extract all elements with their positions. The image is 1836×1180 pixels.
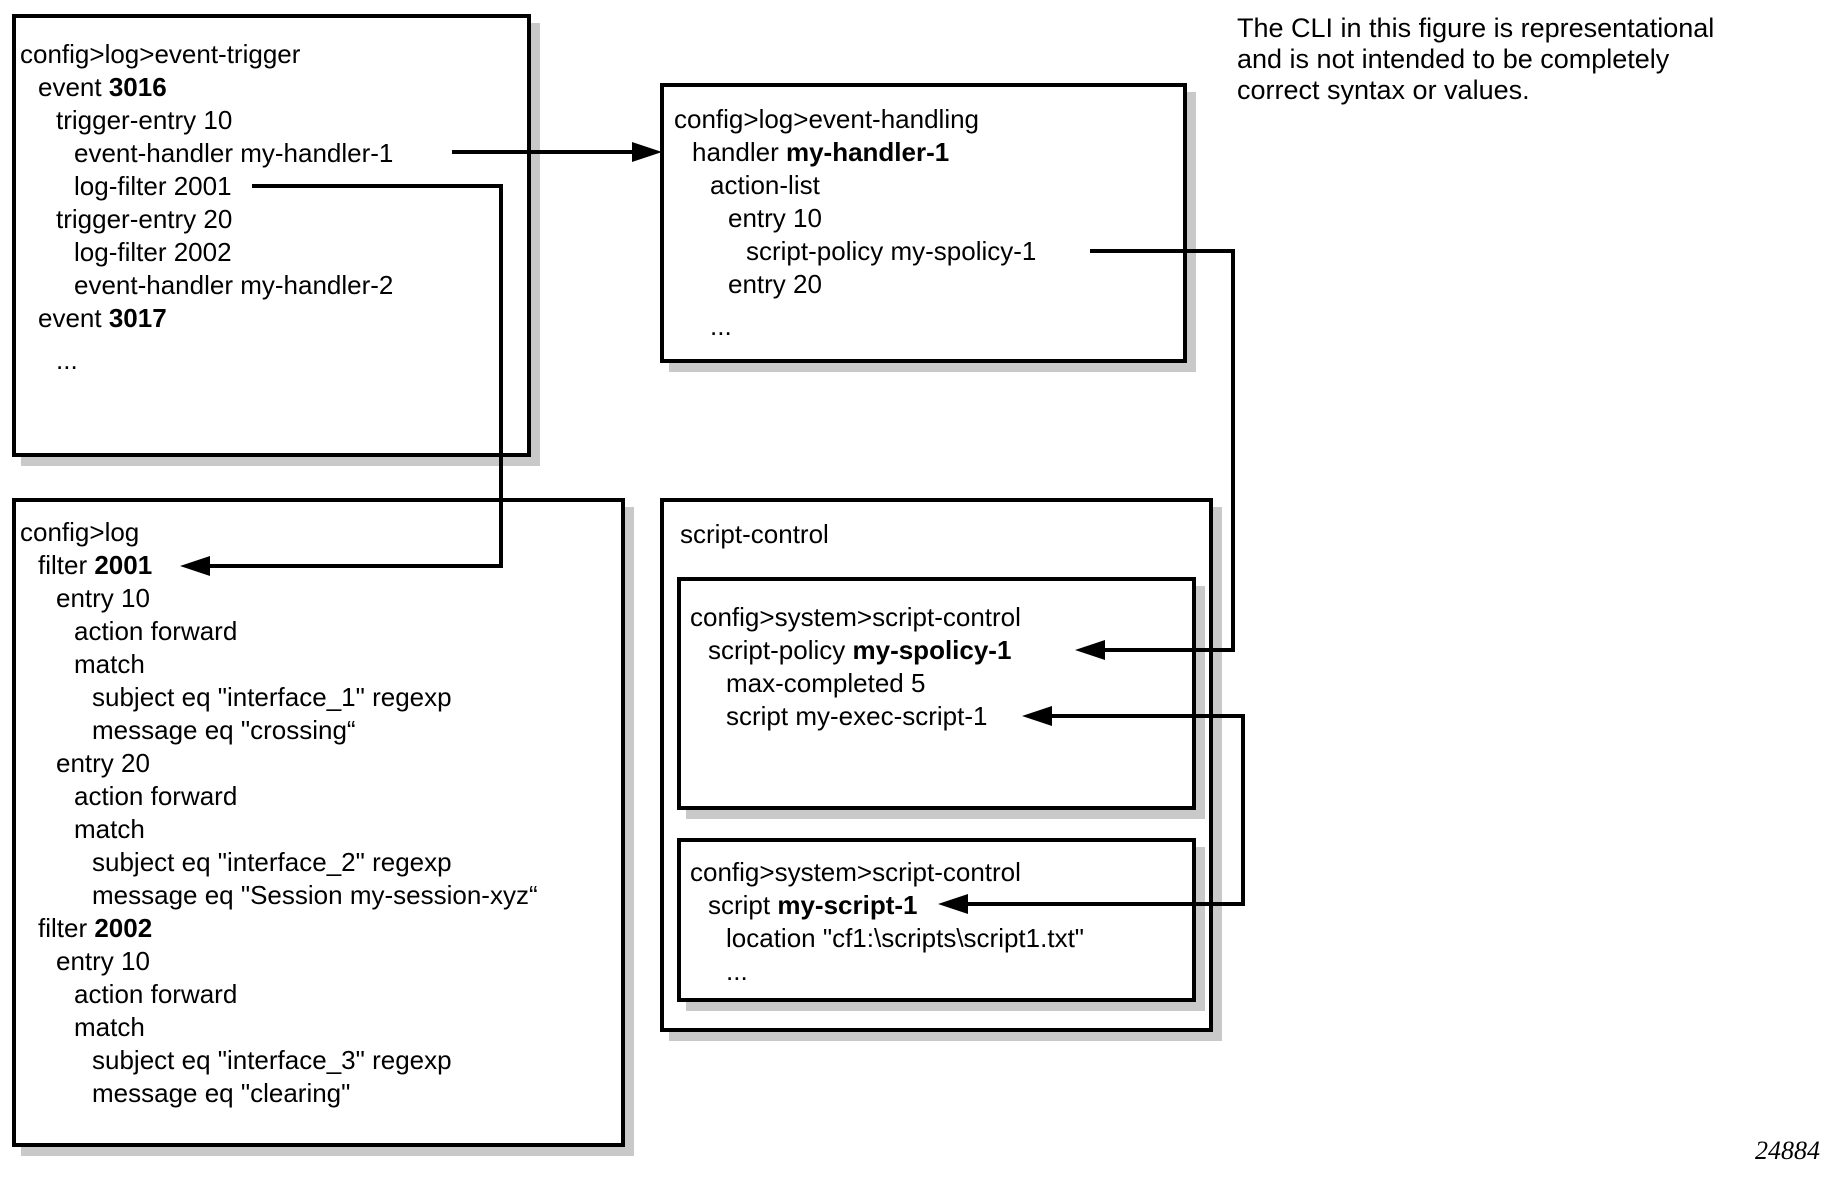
cli-row: log-filter 2002 <box>74 237 232 267</box>
cli-row: ... <box>710 311 732 341</box>
cli-row: match <box>74 814 145 844</box>
cli-row: message eq "clearing" <box>92 1078 351 1108</box>
connector-log-filter-line-v <box>499 184 503 568</box>
note-line-2: and is not intended to be completely <box>1237 44 1670 74</box>
cli-row: script-policy my-spolicy-1 <box>746 236 1037 266</box>
note-line-1: The CLI in this figure is representation… <box>1237 13 1715 43</box>
connector-log-filter-line-h2 <box>210 564 503 568</box>
cli-row: subject eq "interface_2" regexp <box>92 847 452 877</box>
cli-row: trigger-entry 10 <box>56 105 233 135</box>
cli-row: event 3016 <box>38 72 167 102</box>
figure-number: 24884 <box>1755 1136 1820 1165</box>
connector-script-policy-line-v <box>1231 249 1235 652</box>
connector-script-line-v <box>1241 714 1245 906</box>
cli-row: ... <box>726 956 748 986</box>
cli-row: match <box>74 649 145 679</box>
cli-row: message eq "Session my-session-xyz“ <box>92 880 538 910</box>
cli-row: action forward <box>74 979 238 1009</box>
cli-row: handler my-handler-1 <box>692 137 950 167</box>
cli-row: script my-exec-script-1 <box>726 701 988 731</box>
connector-event-handler-arrowhead <box>632 142 662 162</box>
cli-row: script-policy my-spolicy-1 <box>708 635 1012 665</box>
cli-row: action forward <box>74 781 238 811</box>
cli-row: config>system>script-control <box>690 602 1021 632</box>
connector-event-handler-line <box>452 150 636 154</box>
cli-row: event-handler my-handler-1 <box>74 138 394 168</box>
script-control-label: script-control <box>680 519 829 549</box>
cli-row: log-filter 2001 <box>74 171 232 201</box>
connector-log-filter-arrowhead <box>180 556 210 576</box>
cli-row: entry 10 <box>728 203 822 233</box>
cli-row: filter 2001 <box>38 550 153 580</box>
note-line-3: correct syntax or values. <box>1237 75 1530 105</box>
connector-script-arrowhead-def <box>938 894 968 914</box>
cli-row: entry 20 <box>728 269 822 299</box>
cli-row: entry 10 <box>56 946 150 976</box>
cli-row: location "cf1:\scripts\script1.txt" <box>726 923 1085 953</box>
cli-row: config>system>script-control <box>690 857 1021 887</box>
cli-row: max-completed 5 <box>726 668 926 698</box>
cli-row: entry 10 <box>56 583 150 613</box>
cli-row: ... <box>56 345 78 375</box>
cli-row: event-handler my-handler-2 <box>74 270 394 300</box>
connector-script-arrowhead-exec <box>1022 706 1052 726</box>
cli-row: entry 20 <box>56 748 150 778</box>
note-text: The CLI in this figure is representation… <box>1237 13 1714 106</box>
connector-script-policy-arrowhead <box>1075 640 1105 660</box>
connector-script-policy-line-h2 <box>1105 648 1235 652</box>
cli-row: action forward <box>74 616 238 646</box>
cli-row: subject eq "interface_3" regexp <box>92 1045 452 1075</box>
connector-script-line-h1 <box>1052 714 1245 718</box>
connector-script-policy-line-h1 <box>1090 249 1235 253</box>
cli-row: message eq "crossing“ <box>92 715 356 745</box>
cli-row: config>log>event-trigger <box>20 39 301 69</box>
cli-row: filter 2002 <box>38 913 153 943</box>
cli-row: match <box>74 1012 145 1042</box>
connector-script-line-h2 <box>968 902 1245 906</box>
cli-row: config>log>event-handling <box>674 104 980 134</box>
cli-row: config>log <box>20 517 140 547</box>
cli-row: trigger-entry 20 <box>56 204 233 234</box>
cli-row: event 3017 <box>38 303 167 333</box>
cli-row: script my-script-1 <box>708 890 918 920</box>
connector-log-filter-line-h1 <box>252 184 503 188</box>
cli-row: subject eq "interface_1" regexp <box>92 682 452 712</box>
cli-row: action-list <box>710 170 820 200</box>
